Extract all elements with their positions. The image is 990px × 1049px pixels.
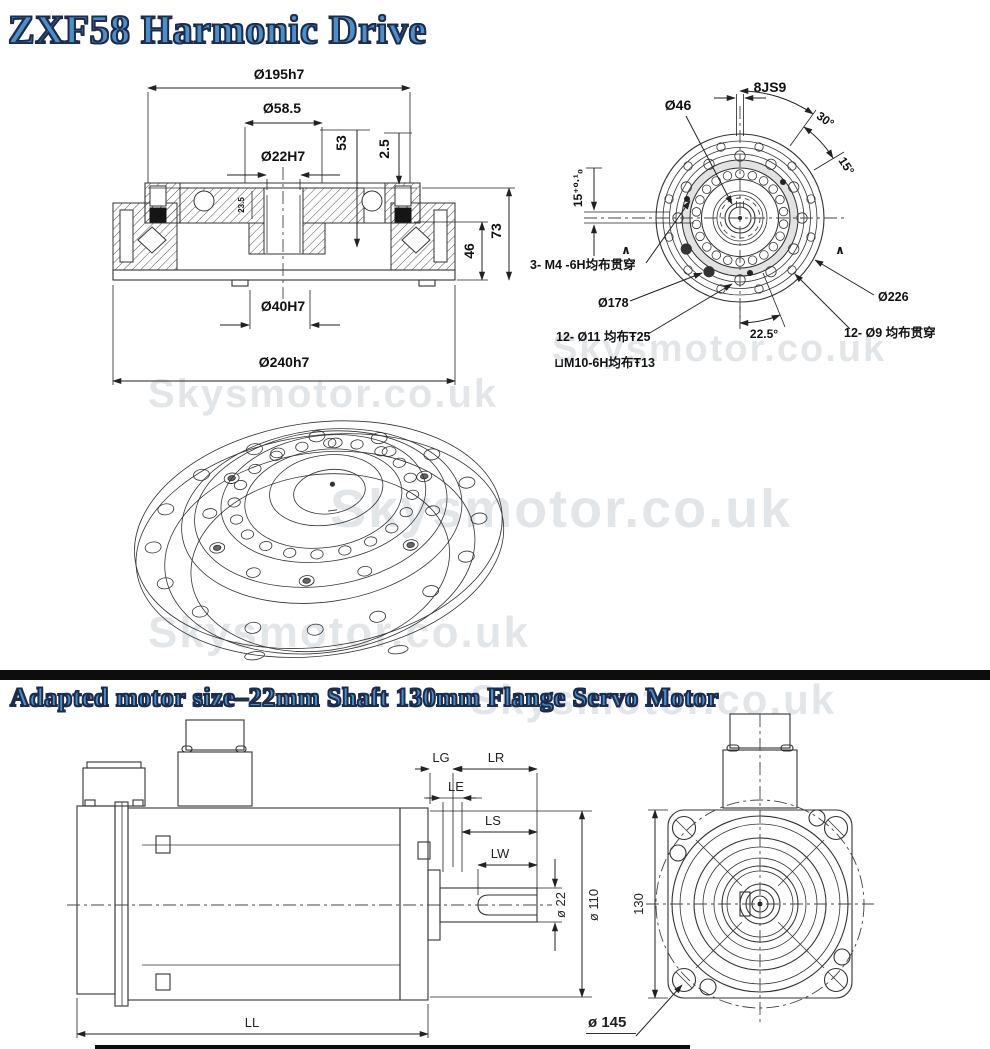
filled-hole: [703, 266, 715, 278]
flange-bolt-holes-3d: [144, 430, 488, 636]
section-title-adapted-motor: Adapted motor size–22mm Shaft 130mm Flan…: [9, 682, 719, 713]
m4-hole: [780, 179, 786, 185]
dim-angle-30-label: 30°: [814, 109, 837, 131]
dim-angle-22-5-label: 22.5°: [750, 327, 778, 341]
motor-side-geometry: [67, 719, 552, 1007]
view-direction-arrow: ∧: [835, 243, 845, 257]
harmonic-drive-front-view-drawing: 8JS9 Ø46 30° 15° 15⁺⁰·¹₀ 22.5° ∧ ∧ 3- M4…: [530, 79, 936, 370]
drive-3d-geometry: [134, 420, 505, 661]
front-view-geometry: [584, 106, 848, 328]
watermark: Skysmotor.co.uk: [470, 676, 837, 723]
front-view-dimensions: 8JS9 Ø46 30° 15° 15⁺⁰·¹₀ 22.5° ∧ ∧ 3- M4…: [530, 79, 936, 370]
dim-lg-label: LG: [432, 750, 449, 765]
dim-height-46-label: 46: [461, 243, 477, 259]
dim-le-label: LE: [448, 779, 464, 794]
servo-motor-front-view-drawing: 130: [631, 713, 874, 1037]
dim-lr-label: LR: [488, 750, 505, 765]
dim-depth-2-5-label: 2.5: [376, 139, 392, 159]
bearing-rollers-3d: [227, 437, 420, 560]
motor-front-dimensions: 130: [631, 809, 683, 1037]
note-holes-9-label: 12- Ø9 均布贯穿: [844, 325, 936, 340]
dim-depth-53-label: 53: [333, 135, 349, 151]
dim-pcd-226-label: Ø226: [878, 290, 909, 304]
dim-angle-15-label: 15°: [836, 154, 858, 177]
dim-outer-top-label: Ø195h7: [254, 66, 305, 82]
harmonic-drive-cross-section-drawing: Ø195h7 Ø58.5 Ø22H7 53 2.5 23.5 46 73: [112, 66, 515, 385]
page-title-harmonic-drive: ZXF58 Harmonic Drive: [7, 6, 427, 53]
seal-right: [394, 207, 412, 223]
note-m10-label: ⊔M10-6H均布Ŧ13: [554, 355, 655, 370]
dim-inner-flange-label: Ø58.5: [263, 100, 301, 116]
dim-lw-label: LW: [491, 846, 510, 861]
mid-bolt-holes-3d: [202, 437, 440, 587]
note-holes-11-label: 12- Ø11 均布Ŧ25: [556, 329, 651, 344]
dim-bore-small-label: Ø22H7: [261, 148, 306, 164]
dim-pcd-145-label: ø 145: [586, 1014, 637, 1034]
dim-pcd-178-label: Ø178: [598, 296, 629, 310]
filled-hole: [680, 243, 692, 255]
mounting-holes: [669, 809, 851, 996]
watermark: Skysmotor.co.uk: [330, 479, 793, 539]
servo-motor-side-view-drawing: LG LR LE LS LW ø 22 ø 110 LL: [67, 719, 601, 1038]
view-direction-arrow: ∧: [621, 243, 631, 257]
m4-hole: [747, 270, 753, 276]
motor-side-dimensions: LG LR LE LS LW ø 22 ø 110 LL: [76, 750, 601, 1038]
harmonic-drive-3d-render: [134, 420, 505, 661]
dim-shaft-dia-label: ø 22: [553, 892, 568, 918]
dim-depth-23-5-label: 23.5: [237, 197, 246, 213]
section-divider: [0, 670, 990, 680]
cross-roller-right: [401, 226, 431, 254]
dim-hub-label: Ø46: [665, 97, 692, 113]
m4-hole: [684, 196, 690, 202]
dim-bore-large-label: Ø40H7: [261, 298, 306, 314]
dim-flange-size-label: 130: [631, 893, 646, 915]
bottom-divider: [95, 1045, 690, 1049]
corner-screws: [671, 815, 849, 993]
cross-roller-left: [137, 226, 167, 254]
watermark: Skysmotor.co.uk: [552, 328, 887, 370]
cross-section-dimensions: Ø195h7 Ø58.5 Ø22H7 53 2.5 23.5 46 73: [112, 66, 515, 385]
dim-height-15-tol-label: 15⁺⁰·¹₀: [571, 169, 585, 207]
dim-ls-label: LS: [485, 813, 501, 828]
dim-outer-bottom-label: Ø240h7: [259, 354, 310, 370]
seal-left: [149, 207, 167, 223]
motor-front-geometry: [646, 713, 874, 1022]
dim-pilot-dia-label: ø 110: [586, 889, 601, 921]
dim-height-73-label: 73: [488, 223, 504, 239]
note-m4-label: 3- M4 -6H均布贯穿: [530, 257, 636, 272]
ball-bearing-left: [193, 190, 215, 212]
housing-section-geometry: [112, 167, 456, 299]
screw-heads-3d: [209, 470, 433, 587]
dim-length-label: LL: [245, 1015, 259, 1030]
ball-bearing-right: [361, 190, 383, 212]
